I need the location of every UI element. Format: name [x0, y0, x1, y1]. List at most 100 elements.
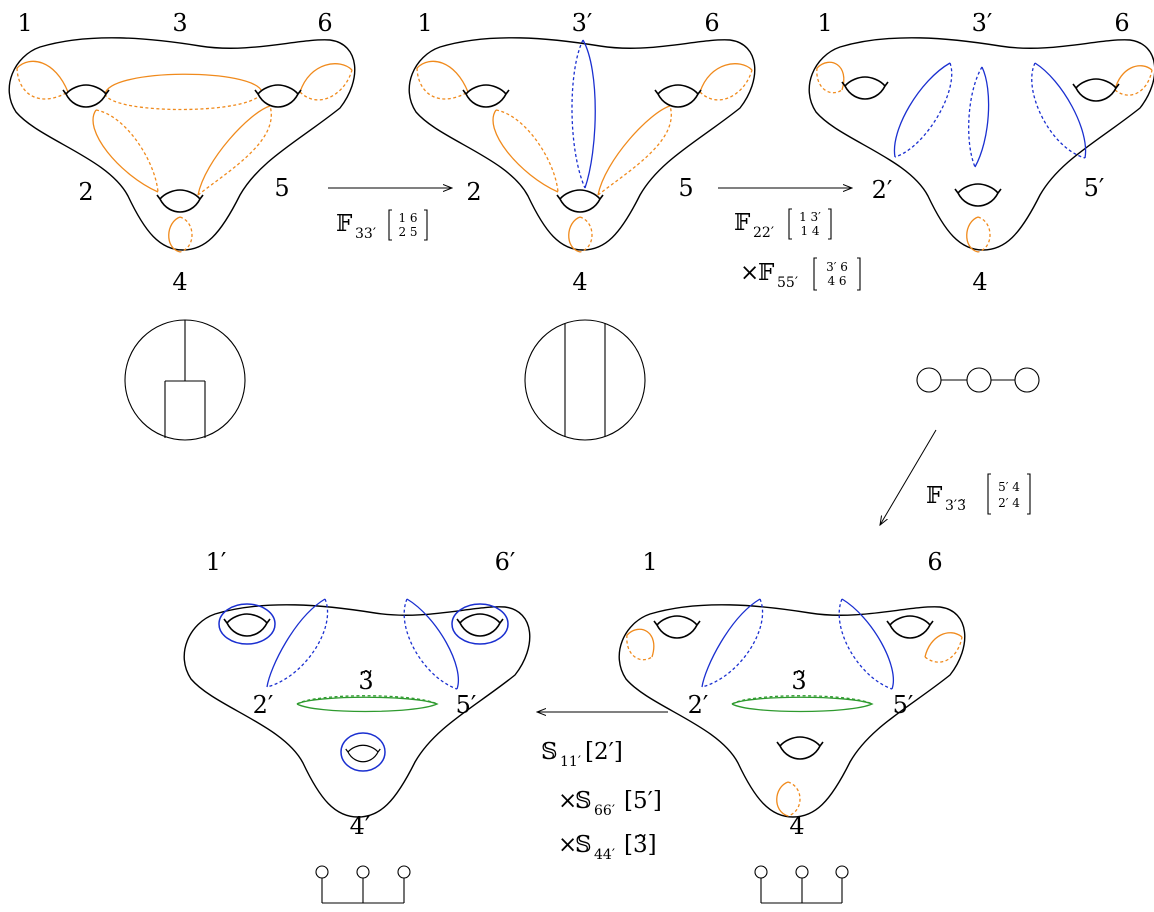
label-2-prime: 2′	[872, 176, 893, 204]
handle-hole-icon	[653, 615, 701, 639]
label-4-prime: 4′	[350, 812, 371, 840]
move-label-text: 4 6	[827, 274, 846, 288]
surface-panel-2	[408, 37, 756, 253]
label-2-prime: 2′	[688, 691, 709, 719]
schematic-graph-2	[524, 319, 646, 441]
blue-curve	[582, 39, 596, 189]
labels-panel-5: 1′ 6′ 2′ 5′ 3̃ 4′	[206, 548, 516, 840]
orange-curve	[924, 636, 963, 663]
label-5: 5	[274, 174, 289, 202]
label-3-prime: 3′	[572, 9, 593, 37]
handle-hole-icon	[1072, 78, 1120, 102]
label-6: 6	[927, 548, 942, 576]
label-6-prime: 6′	[495, 548, 516, 576]
move-label-7: × 𝕊 44′ [3̃]	[558, 832, 657, 863]
label-1: 1	[417, 9, 432, 37]
orange-curve	[168, 216, 181, 253]
surface-panel-1	[8, 37, 356, 253]
move-label-6: × 𝕊 66′ [5′]	[558, 788, 662, 819]
orange-curve	[179, 216, 193, 253]
orange-curve	[597, 105, 672, 196]
surface-panel-5	[183, 598, 531, 818]
move-label-text: 𝔽	[758, 260, 775, 286]
orange-curve	[966, 216, 979, 253]
move-label-text: 𝕊	[575, 832, 592, 858]
blue-curve	[894, 62, 953, 158]
orange-curve	[1114, 65, 1153, 91]
move-label-text: 33′	[355, 226, 376, 242]
blue-curve	[1034, 62, 1087, 159]
handle-hole-icon	[156, 189, 204, 213]
move-label-text: ×	[558, 788, 577, 814]
move-label-text: [5′]	[624, 788, 662, 814]
orange-curve	[924, 632, 963, 658]
orange-curve	[787, 781, 801, 817]
move-label-text: 1 3′	[799, 210, 821, 224]
label-2-prime: 2′	[253, 691, 274, 719]
handle-hole-icon	[841, 76, 889, 100]
blue-curve	[701, 598, 761, 688]
orange-curve	[197, 105, 271, 196]
move-label-text: [3̃]	[624, 832, 657, 858]
move-label-text: 2′ 4	[998, 496, 1020, 510]
move-label-3: × 𝔽 55′ 3′ 6 4 6	[740, 257, 861, 291]
handle-hole-icon	[223, 613, 271, 637]
blue-curve	[266, 598, 329, 688]
label-3-tilde: 3̃	[791, 667, 806, 695]
move-label-text: 5′ 4	[998, 480, 1020, 494]
orange-curve	[816, 67, 843, 94]
labels-panel-4: 1 6 2′ 5′ 3̃ 4	[642, 548, 942, 840]
orange-curve	[416, 60, 469, 93]
handle-hole-icon	[654, 84, 702, 108]
orange-curve	[568, 216, 581, 253]
label-4: 4	[789, 812, 804, 840]
move-label-text: 66′	[594, 803, 615, 819]
label-5-prime: 5′	[1084, 174, 1105, 202]
move-label-text: 22′	[753, 225, 774, 241]
label-2: 2	[466, 178, 481, 206]
blue-curve	[403, 598, 458, 690]
blue-curve	[1031, 62, 1086, 159]
move-label-text: ×	[558, 832, 577, 858]
orange-curve	[416, 67, 469, 100]
move-label-5: 𝕊 11′ [2′]	[541, 739, 623, 770]
orange-curve	[104, 91, 263, 111]
blue-curve	[218, 603, 276, 645]
orange-curve	[1114, 69, 1153, 96]
orange-curve	[197, 105, 272, 196]
handle-hole-icon	[776, 736, 824, 760]
labels-panel-2: 1 3′ 6 2 5 4	[417, 9, 719, 296]
blue-curve	[451, 603, 509, 645]
move-label-text: [2′]	[585, 739, 623, 765]
handle-hole-icon	[456, 613, 504, 637]
handle-hole-icon	[556, 189, 604, 213]
labels-panel-1: 1 3 6 2 5 4	[17, 9, 332, 296]
schematic-graph-4	[315, 865, 411, 904]
label-1: 1	[817, 9, 832, 37]
label-1-prime: 1′	[206, 548, 227, 576]
orange-curve	[626, 634, 653, 661]
label-2: 2	[78, 178, 93, 206]
orange-curve	[95, 109, 159, 193]
move-label-text: 𝔽	[336, 211, 353, 237]
orange-curve	[299, 69, 353, 101]
move-label-text: 1 4	[800, 224, 819, 238]
orange-curve	[492, 109, 559, 193]
schematic-graph-5	[754, 865, 849, 904]
orange-curve	[16, 67, 69, 100]
orange-curve	[92, 109, 159, 193]
orange-curve	[699, 69, 753, 101]
surface-panel-3	[808, 37, 1154, 253]
blue-curve	[838, 598, 893, 690]
handle-hole-icon	[345, 744, 381, 763]
orange-curve	[299, 63, 353, 93]
label-4: 4	[572, 268, 587, 296]
move-label-text: 𝕊	[541, 739, 558, 765]
label-6: 6	[317, 9, 332, 37]
blue-curve	[266, 598, 326, 688]
orange-curve	[699, 63, 753, 93]
handle-hole-icon	[62, 84, 110, 108]
label-3-tilde: 3̃	[358, 667, 373, 695]
